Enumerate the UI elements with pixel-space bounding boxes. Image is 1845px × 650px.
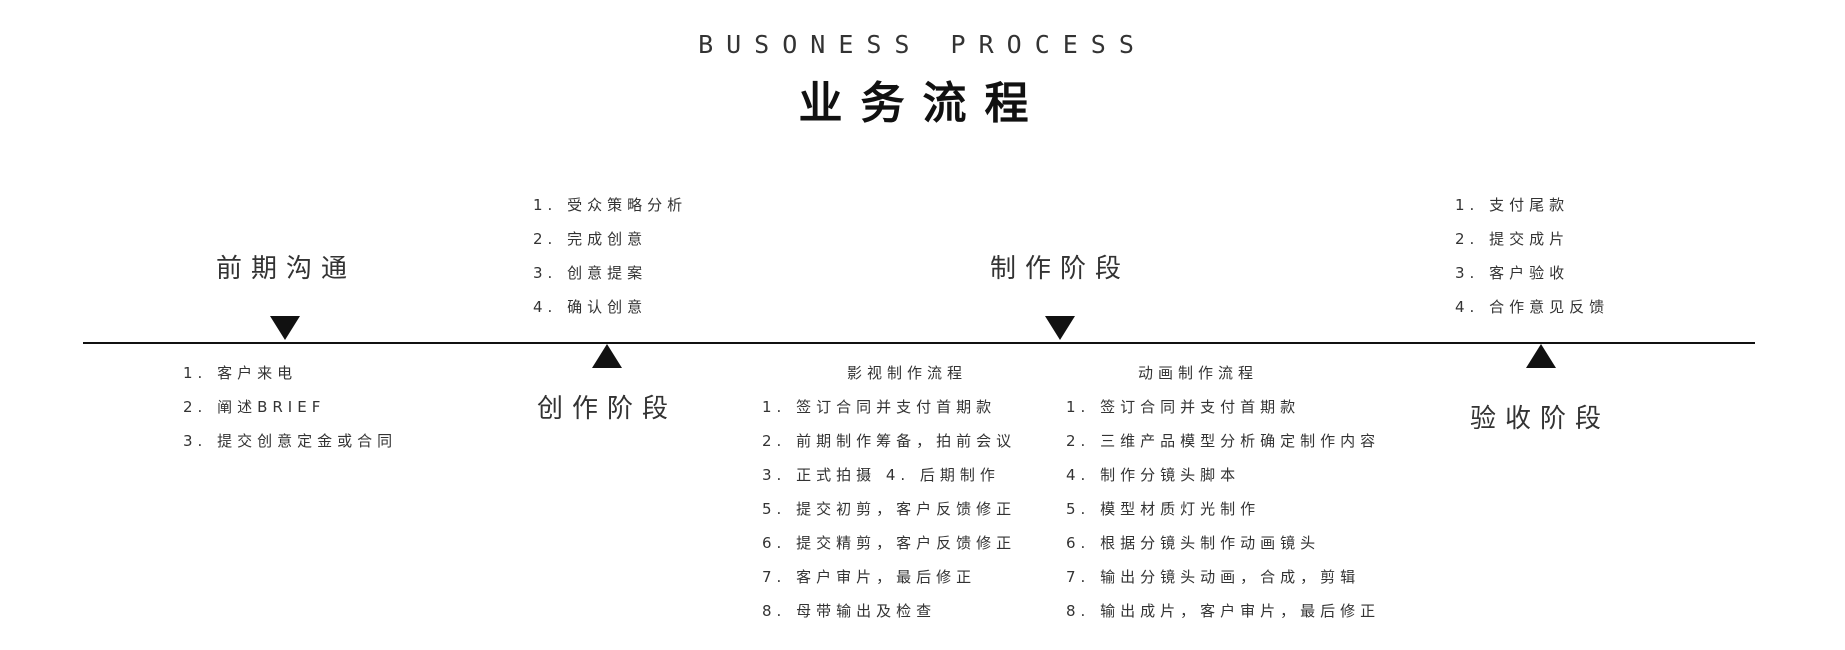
list-item: 7. 客户审片，最后修正 [762, 568, 977, 586]
stage-label-early: 前期沟通 [216, 254, 357, 284]
list-item: 2. 提交成片 [1455, 230, 1570, 248]
arrow-down-icon [270, 316, 300, 340]
list-item: 1. 受众策略分析 [533, 196, 688, 214]
list-item: 8. 母带输出及检查 [762, 602, 937, 620]
arrow-down-icon [1045, 316, 1075, 340]
list-creative: 1. 受众策略分析 2. 完成创意 3. 创意提案 4. 确认创意 [533, 188, 687, 324]
list-item: 6. 提交精剪，客户反馈修正 [762, 534, 1017, 552]
list-item: 4. 确认创意 [533, 298, 648, 316]
list-item: 5. 模型材质灯光制作 [1066, 500, 1261, 518]
list-item: 1. 签订合同并支付首期款 [762, 398, 997, 416]
list-acceptance: 1. 支付尾款 2. 提交成片 3. 客户验收 4. 合作意见反馈 [1455, 188, 1609, 324]
stage-label-acceptance: 验收阶段 [1470, 404, 1611, 434]
list-item: 6. 根据分镜头制作动画镜头 [1066, 534, 1321, 552]
list-item: 7. 输出分镜头动画，合成，剪辑 [1066, 568, 1361, 586]
list-item: 4. 制作分镜头脚本 [1066, 466, 1241, 484]
list-item: 4. 合作意见反馈 [1455, 298, 1610, 316]
list-item: 8. 输出成片，客户审片，最后修正 [1066, 602, 1381, 620]
page-title: 业务流程 [798, 78, 1047, 129]
list-item: 2. 三维产品模型分析确定制作内容 [1066, 432, 1381, 450]
timeline-line [83, 342, 1755, 344]
list-item: 2. 阐述BRIEF [183, 398, 326, 416]
list-item: 3. 创意提案 [533, 264, 648, 282]
list-item: 1. 客户来电 [183, 364, 298, 382]
list-heading-animation: 动画制作流程 [1138, 364, 1259, 382]
arrow-up-icon [592, 344, 622, 368]
stage-label-production: 制作阶段 [990, 254, 1131, 284]
list-item: 1. 签订合同并支付首期款 [1066, 398, 1301, 416]
list-item: 5. 提交初剪，客户反馈修正 [762, 500, 1017, 518]
list-early: 1. 客户来电 2. 阐述BRIEF 3. 提交创意定金或合同 [183, 356, 397, 458]
list-item: 2. 前期制作筹备，拍前会议 [762, 432, 1017, 450]
list-film-production: 影视制作流程 1. 签订合同并支付首期款 2. 前期制作筹备，拍前会议 3. 正… [762, 356, 1052, 628]
arrow-up-icon [1526, 344, 1556, 368]
stage-label-creative: 创作阶段 [537, 394, 678, 424]
list-animation-production: 动画制作流程 1. 签订合同并支付首期款 2. 三维产品模型分析确定制作内容 4… [1066, 356, 1406, 628]
subtitle: BUSONESS PROCESS [698, 30, 1147, 59]
list-item: 3. 提交创意定金或合同 [183, 432, 398, 450]
list-item: 2. 完成创意 [533, 230, 648, 248]
list-item: 1. 支付尾款 [1455, 196, 1570, 214]
list-item: 3. 正式拍摄 4. 后期制作 [762, 466, 1000, 484]
list-heading-film: 影视制作流程 [846, 364, 967, 382]
list-item: 3. 客户验收 [1455, 264, 1570, 282]
